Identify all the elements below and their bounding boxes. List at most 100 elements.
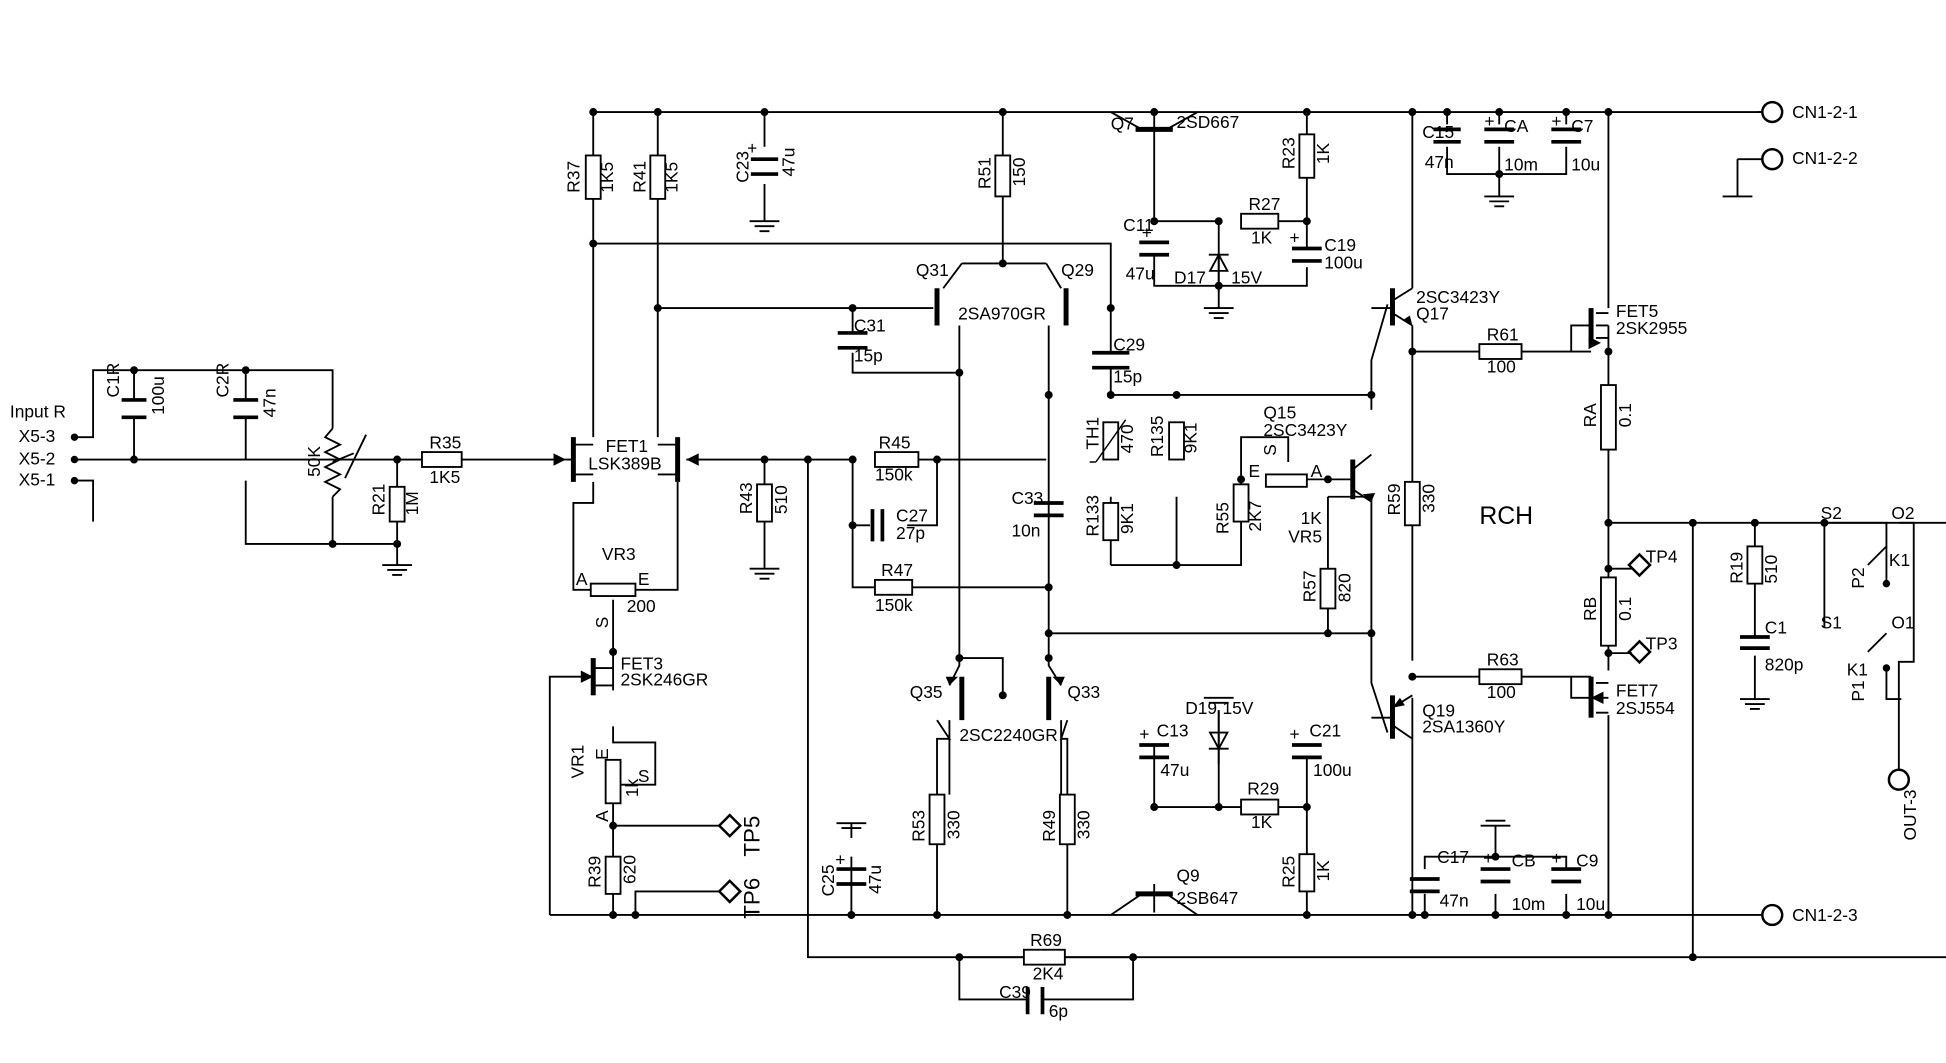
label-vr3-pin-e: E [638, 569, 650, 589]
junction-dot [1408, 672, 1417, 681]
junction-dot [589, 239, 598, 248]
wire-front-end [548, 112, 1112, 915]
junction-dot [609, 647, 618, 656]
test-point-tp3 [1627, 639, 1652, 665]
label-r29: R29 [1247, 779, 1279, 799]
junction-dot [328, 539, 337, 548]
resistor-r135 [1168, 421, 1185, 461]
resistor-r47 [874, 578, 914, 596]
label-q9-value: 2SB647 [1177, 888, 1239, 908]
junction-dot [1367, 629, 1376, 638]
capacitor-ca [1484, 127, 1515, 144]
junction-dot [130, 366, 139, 375]
label-r135: R135 [1147, 416, 1167, 458]
label-c31-value: 15p [854, 345, 883, 365]
resistor-rb [1600, 576, 1617, 647]
label-fet3: FET3 [621, 653, 663, 673]
junction-dot [241, 366, 250, 375]
q7-leads [1110, 111, 1199, 131]
label-rb: RB [1580, 597, 1600, 621]
junction-dot [1882, 664, 1891, 672]
label-tp3: TP3 [1646, 633, 1678, 653]
capacitor-c33 [1033, 501, 1064, 518]
label-c1r-value: 100u [148, 376, 168, 415]
connector-out-3 [1887, 768, 1911, 791]
input-title: Input R [10, 401, 66, 421]
capacitor-c1r [121, 398, 147, 420]
junction-dot [653, 304, 662, 313]
label-q7: Q7 [1111, 113, 1134, 133]
label-r39-value: 620 [619, 855, 639, 884]
label-c1-value: 820p [1765, 655, 1804, 675]
fet5-leads [1570, 312, 1609, 352]
label-r43-value: 510 [771, 485, 791, 514]
label-r27-value: 1K [1251, 228, 1273, 248]
label-c15-value: 47n [1425, 152, 1454, 172]
fet1-channel [565, 443, 678, 476]
label-c17: C17 [1437, 847, 1469, 867]
svg-text:+: + [1551, 848, 1561, 868]
label-fet5: FET5 [1616, 301, 1658, 321]
label-c25: C25 [818, 865, 838, 897]
resistor-r41 [649, 154, 667, 200]
label-vr1: VR1 [567, 745, 587, 779]
junction-dot [848, 304, 857, 313]
label-fet1: FET1 [606, 436, 648, 456]
resistor-r27 [1240, 212, 1280, 230]
label-r19: R19 [1726, 552, 1746, 584]
junction-dot [1367, 391, 1376, 399]
svg-text:+: + [1289, 228, 1299, 248]
junction-dot [130, 455, 139, 464]
label-d17-value: 15V [1231, 267, 1262, 287]
q9-leads [1110, 893, 1199, 916]
junction-dot [933, 455, 941, 464]
label-p2: P2 [1848, 567, 1868, 588]
label-r19-value: 510 [1761, 555, 1781, 584]
resistor-r63 [1478, 668, 1523, 686]
junction-dot [393, 455, 402, 464]
arrow [580, 670, 594, 683]
capacitor-c15 [1433, 127, 1461, 144]
fet3-channel [593, 667, 614, 687]
junction-dot [1495, 170, 1504, 179]
label-c39: C39 [999, 982, 1031, 1002]
label-s1: S1 [1821, 612, 1842, 632]
label-p1: P1 [1848, 680, 1868, 701]
junction-dot [1063, 911, 1072, 919]
junction-dot [1688, 953, 1697, 962]
junction-dot [933, 911, 941, 919]
junction-dot [70, 455, 79, 464]
junction-dot [1302, 803, 1311, 811]
junction-dot [998, 108, 1007, 116]
label-r41-value: 1K5 [662, 162, 682, 193]
label-cb: CB [1512, 851, 1536, 871]
junction-dot [1604, 911, 1613, 919]
label-r47: R47 [881, 560, 913, 580]
wire-r69-c39 [958, 956, 1135, 1001]
junction-dot [1323, 475, 1332, 484]
label-r27: R27 [1249, 194, 1281, 214]
label-vr1-pin-e: E [592, 748, 612, 760]
label-c23: C23 [732, 151, 752, 183]
label-c7: C7 [1571, 116, 1593, 136]
label-vr1-pin-s: S [638, 766, 650, 786]
label-r37: R37 [564, 161, 584, 193]
label-r59-value: 330 [1419, 484, 1439, 513]
label-r59: R59 [1384, 484, 1404, 516]
junction-dot [609, 911, 618, 919]
arrow [1591, 691, 1604, 705]
resistor-r55 [1232, 483, 1250, 523]
svg-text:+: + [1142, 223, 1152, 243]
capacitor-c23 [750, 157, 779, 176]
resistor-r23 [1298, 133, 1316, 179]
label-r69-value: 2K4 [1033, 964, 1064, 984]
label-q15: Q15 [1263, 403, 1296, 423]
junction-dot [1820, 518, 1829, 527]
label-r49: R49 [1039, 810, 1059, 842]
capacitor-c27 [870, 509, 885, 542]
junction-dot [1408, 108, 1417, 116]
thermistor-th1-slope [1089, 419, 1127, 463]
svg-text:+: + [1289, 724, 1299, 744]
label-c9-value: 10u [1576, 894, 1605, 914]
capacitor-c11 [1139, 240, 1170, 257]
